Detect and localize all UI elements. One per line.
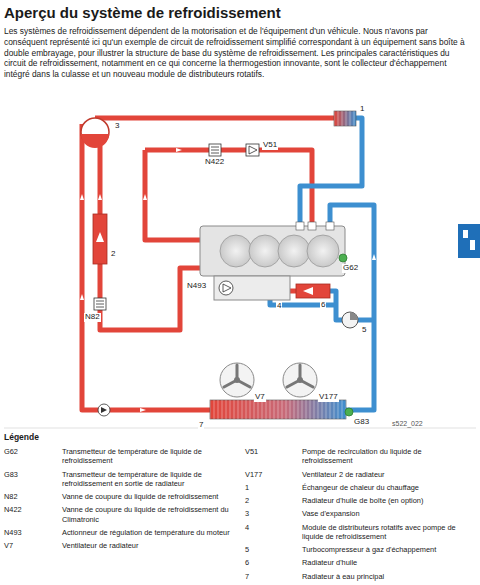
side-tab: [458, 224, 480, 258]
hot-pipe: [145, 150, 202, 240]
callout-number: 3: [114, 122, 120, 131]
hot-pipe: [82, 124, 212, 410]
legend-heading: Légende: [4, 432, 39, 442]
flow-arrow: [96, 232, 104, 242]
legend-code: N493: [4, 528, 22, 537]
legend-text: Transmetteur de température de liquide d…: [62, 470, 232, 489]
flow-arrow: [303, 287, 313, 295]
legend-code: 7: [245, 572, 249, 581]
separator: [4, 428, 476, 429]
engine-block: [200, 226, 345, 276]
callout-number: 7: [198, 421, 204, 430]
valve-detail: [211, 147, 219, 153]
component-code: G62: [342, 264, 359, 273]
legend-code: G62: [4, 447, 18, 456]
hot-pipe: [95, 116, 336, 121]
component-code: N82: [84, 313, 101, 322]
component-code: V7: [254, 393, 266, 402]
legend-text: Ventilateur 2 de radiateur: [302, 470, 474, 479]
pump-symbol: [249, 146, 257, 154]
oil-cooler: [296, 284, 330, 298]
flow-arrows: [80, 148, 376, 412]
pump-symbol: [219, 281, 233, 295]
heater-fins: [334, 111, 356, 126]
rotary-valve-module: [214, 276, 290, 300]
cold-pipe: [358, 318, 374, 323]
tank-fluid: [81, 134, 109, 148]
callout-number: 5: [361, 326, 367, 335]
component-code: V51: [262, 141, 278, 150]
cylinders: [220, 235, 339, 267]
legend-text: Actionneur de régulation de température …: [62, 528, 232, 537]
legend-text: Vase d'expansion: [302, 509, 474, 518]
page-title: Aperçu du système de refroidissement: [4, 4, 281, 21]
hot-pipe: [290, 289, 296, 294]
pipes: [82, 118, 374, 410]
hot-pipe: [145, 150, 312, 228]
figure-ref: s522_022: [392, 420, 423, 427]
temperature-sender: [345, 408, 353, 416]
radiator-fins: [210, 400, 346, 419]
hot-pipe: [100, 146, 202, 330]
legend-code: N422: [4, 505, 22, 514]
legend-text: Vanne de coupure du liquide de refroidis…: [62, 492, 232, 501]
legend-code: V51: [245, 447, 258, 456]
legend-code: 2: [245, 496, 249, 505]
check-valve: [98, 404, 110, 416]
callout-number: 6: [320, 301, 326, 310]
legend-code: V177: [245, 470, 262, 479]
intro-text: Les systèmes de refroidissement dépenden…: [4, 26, 472, 80]
legend-text: Pompe de recirculation du liquide de ref…: [302, 447, 474, 466]
pipe-connectors: [296, 222, 334, 230]
check-valve-symbol: [101, 407, 107, 413]
legend-text: Radiateur d'huile de boîte (en option): [302, 496, 474, 505]
legend-code: 3: [245, 509, 249, 518]
legend-code: V7: [4, 541, 13, 550]
legend-code: 1: [245, 483, 249, 492]
callout-number: 1: [359, 105, 365, 114]
recirculation-pump: [246, 144, 259, 156]
gearbox-oil-cooler: [93, 214, 107, 264]
turbo-detail: [350, 312, 358, 320]
radiator-fans: [220, 363, 317, 397]
legend-code: N82: [4, 492, 18, 501]
temperature-sender: [339, 254, 347, 262]
legend-code: G83: [4, 470, 18, 479]
valve-detail: [96, 301, 104, 307]
legend-code: 6: [245, 558, 249, 567]
component-code: N422: [204, 158, 225, 167]
legend-text: Radiateur à eau principal: [302, 572, 474, 581]
legend-text: Module de distributeurs rotatifs avec po…: [302, 523, 474, 542]
tab-icon: [470, 240, 475, 250]
turbocharger: [342, 312, 358, 328]
legend-code: 4: [245, 523, 249, 532]
legend-text: Radiateur d'huile: [302, 558, 474, 567]
callout-number: 2: [110, 250, 116, 259]
callout-number: 4: [276, 302, 282, 311]
heater-exchanger: [334, 111, 356, 126]
cutoff-valve: [209, 144, 221, 156]
component-code: G83: [353, 418, 370, 427]
legend-code: 5: [245, 545, 249, 554]
legend-text: Échangeur de chaleur du chauffage: [302, 483, 474, 492]
component-code: V177: [318, 393, 339, 402]
main-radiator: [210, 400, 346, 419]
cutoff-valve: [94, 298, 106, 310]
legend-text: Vanne de coupure du liquide de refroidis…: [62, 505, 232, 524]
component-code: N493: [186, 282, 207, 291]
pump-arrow: [223, 284, 231, 292]
legend-text: Transmetteur de température de liquide d…: [62, 447, 232, 466]
legend-text: Ventilateur de radiateur: [62, 541, 232, 550]
legend-text: Turbocompresseur à gaz d'échappement: [302, 545, 474, 554]
tab-icon: [463, 230, 468, 238]
